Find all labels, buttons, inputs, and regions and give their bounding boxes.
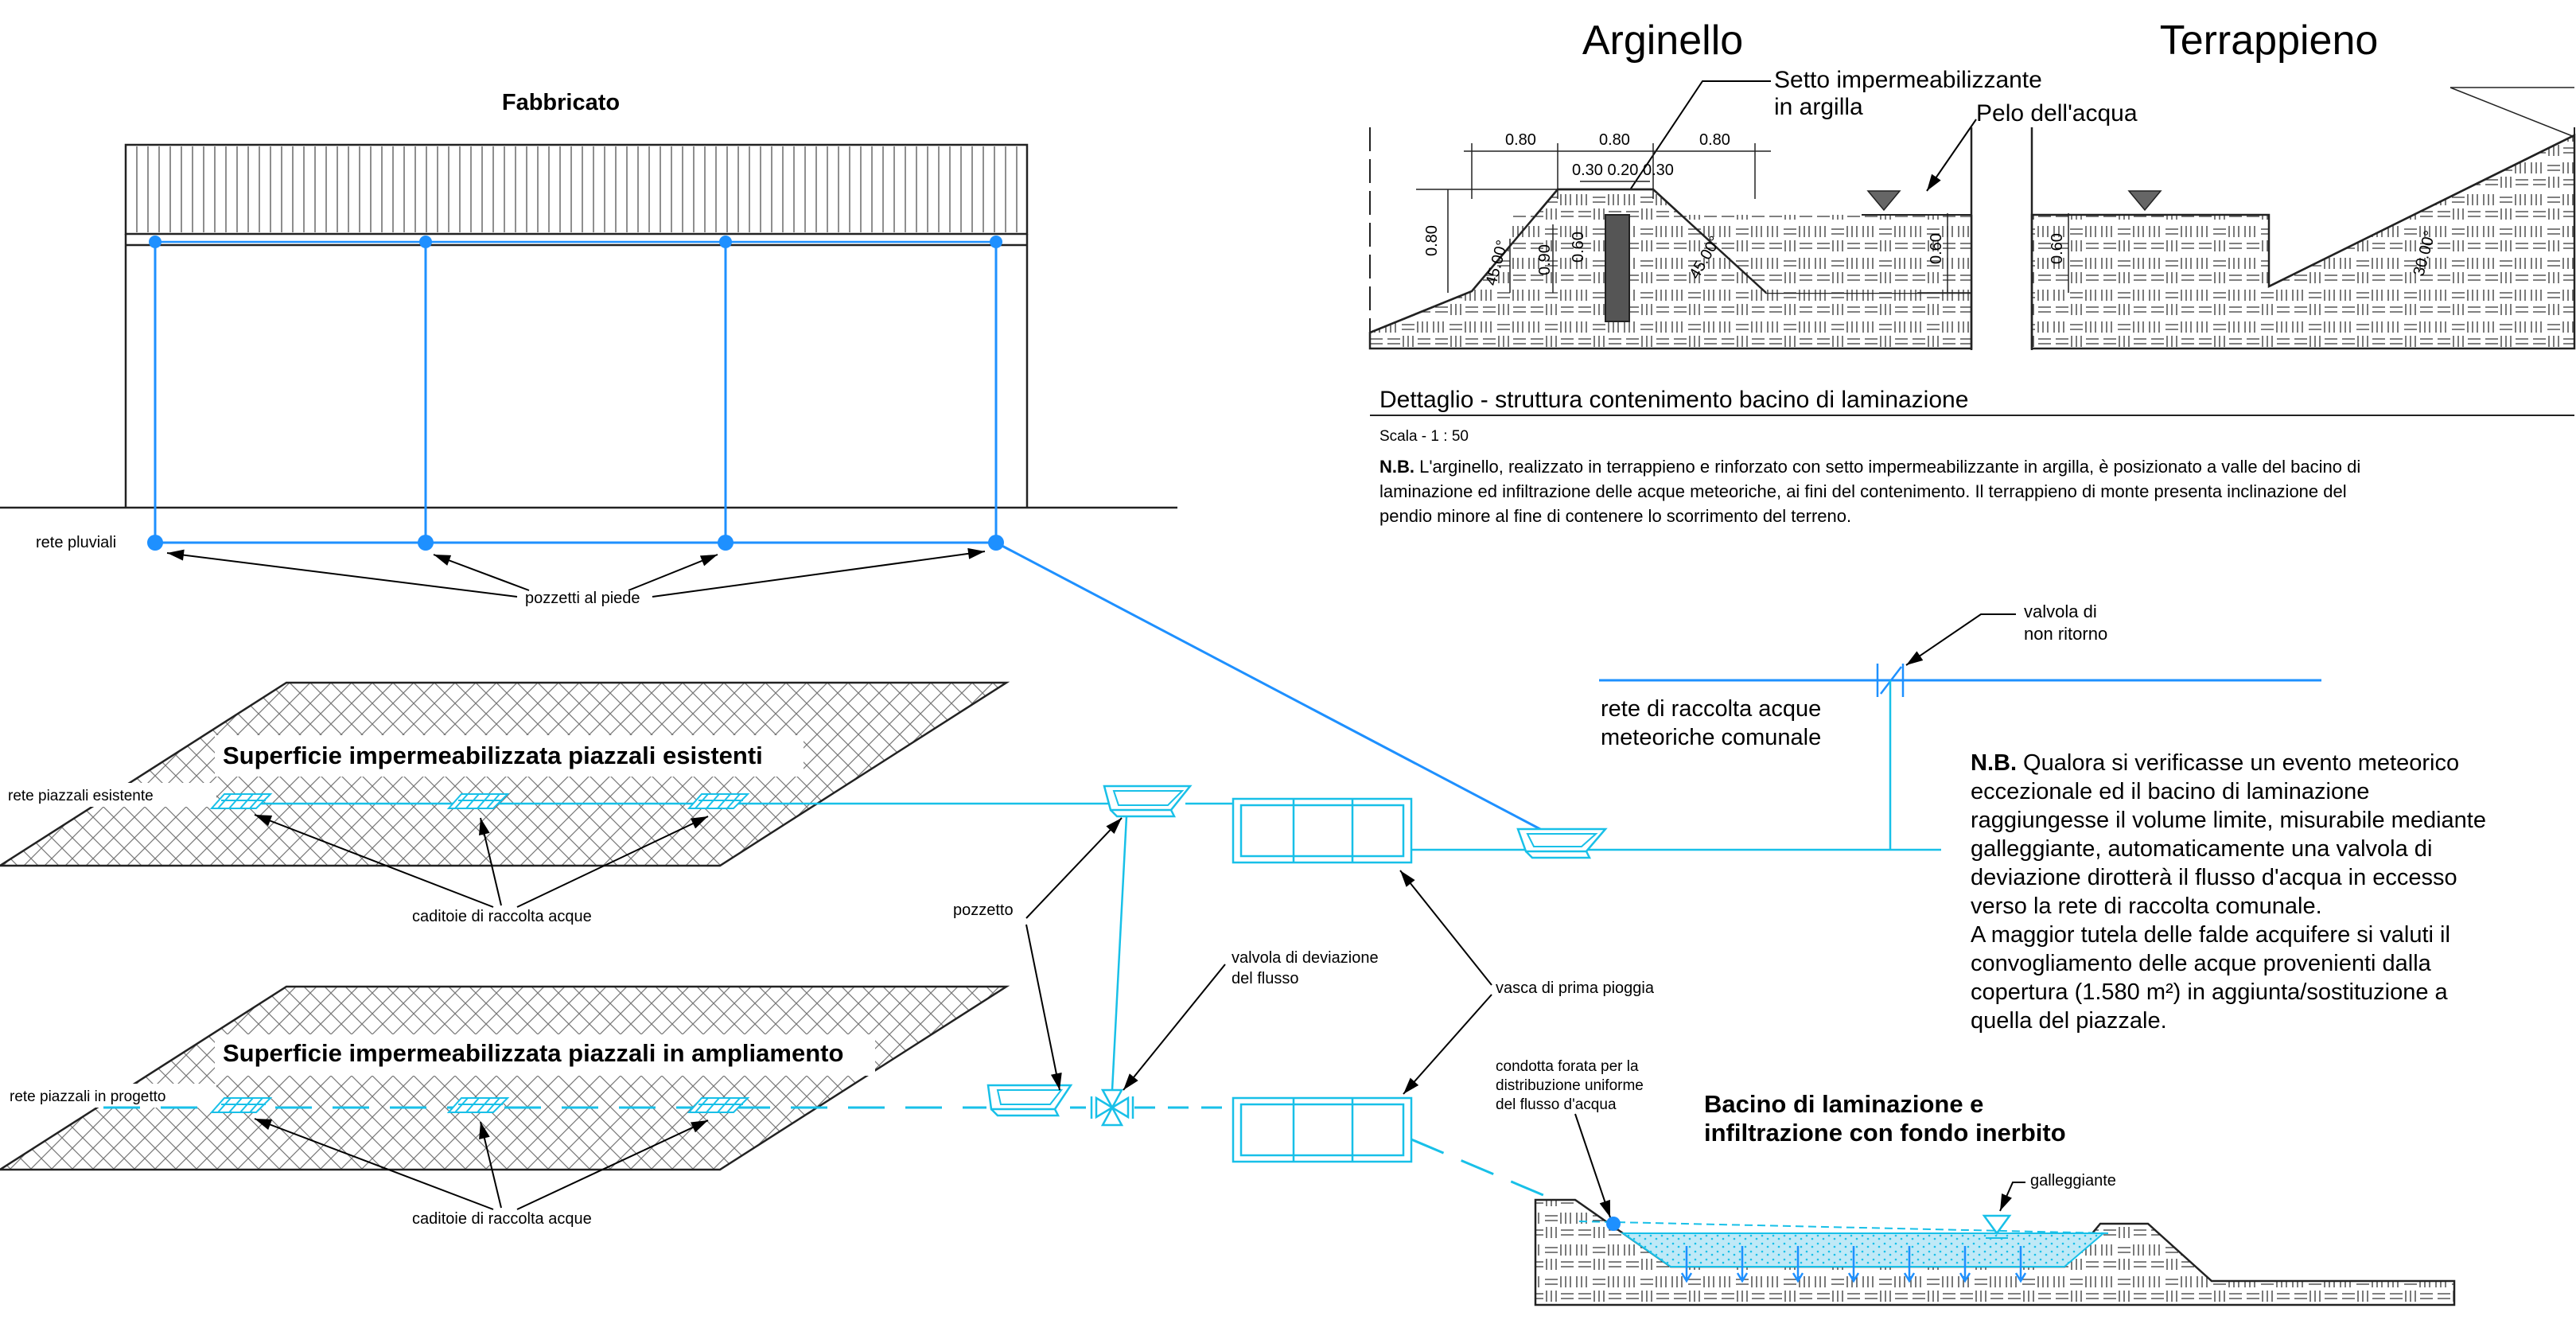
- infiltration-arrow: [1736, 1246, 1749, 1283]
- valvola-ritorno-label-2: non ritorno: [2024, 624, 2107, 644]
- pozzetto-label: pozzetto: [953, 901, 1014, 919]
- pozzetto-piede-3: [718, 535, 733, 551]
- note-line-6: A maggior tutela delle falde acquifere s…: [1971, 922, 2450, 948]
- note-line-1: eccezionale ed il bacino di laminazione: [1971, 779, 2369, 804]
- note-line-0: Qualora si verificasse un evento meteori…: [2017, 750, 2459, 776]
- bacino-title-1: Bacino di laminazione e: [1704, 1090, 1983, 1118]
- note-line-8: copertura (1.580 m²) in aggiunta/sostitu…: [1971, 979, 2449, 1005]
- platform-expansion-title: Superficie impermeabilizzata piazzali in…: [223, 1039, 843, 1067]
- dim-top-3: 0.80: [1699, 131, 1730, 149]
- infiltration-arrow: [1847, 1246, 1860, 1283]
- dim-h-060-a: 0.60: [1570, 232, 1587, 263]
- caditoia-progetto-3: [687, 1097, 750, 1113]
- dim-h-090: 0.90: [1536, 244, 1554, 275]
- detail-nb-bold: N.B.: [1379, 457, 1414, 477]
- galleggiante-icon: [1982, 1214, 2012, 1236]
- vasca-prima-pioggia-lower: [1232, 1096, 1413, 1163]
- valvola-deviazione-label-1: valvola di deviazione: [1232, 949, 1379, 967]
- note-line-4: deviazione dirotterà il flusso d'acqua i…: [1971, 865, 2457, 890]
- roof-ribs: [136, 146, 1018, 232]
- infiltration-arrow: [2014, 1246, 2027, 1283]
- setto-argilla: [1605, 214, 1630, 322]
- bacino-title-2: infiltrazione con fondo inerbito: [1704, 1119, 2066, 1147]
- pozzetto-bacino-upper: [1516, 827, 1608, 859]
- caditoia-esistente-1: [209, 793, 273, 809]
- platform-expansion: Superficie impermeabilizzata piazzali in…: [0, 985, 1010, 1229]
- caditoia-progetto-1: [209, 1097, 273, 1113]
- terrappieno-earth: [2030, 133, 2576, 350]
- pelo-label: Pelo dell'acqua: [1976, 100, 2138, 127]
- galleggiante-label: galleggiante: [2030, 1172, 2116, 1190]
- valvola-deviazione-label-2: del flusso: [1232, 970, 1299, 987]
- condotta-forata-icon: [1606, 1217, 1621, 1231]
- note-line-2: raggiungesse il volume limite, misurabil…: [1971, 808, 2486, 833]
- detail-nb: N.B. L'arginello, realizzato in terrappi…: [1379, 457, 2365, 526]
- pozzetto-vertical-link: [1111, 816, 1128, 1091]
- building: Fabbricato: [0, 90, 1177, 509]
- detail-nb-line-2: pendio minore al fine di contenere lo sc…: [1379, 506, 1851, 526]
- dim-h-060-b: 0.60: [1928, 233, 1945, 264]
- note-line-9: quella del piazzale.: [1971, 1008, 2167, 1034]
- note-bold: N.B.: [1971, 750, 2017, 776]
- bacino-water: [1620, 1232, 2106, 1267]
- dim-h-060-c: 0.60: [2049, 233, 2066, 264]
- detail-nb-line-0: L'arginello, realizzato in terrappieno e…: [1414, 457, 2360, 477]
- caditoia-progetto-2: [446, 1097, 510, 1113]
- caditoie-esistente-label: caditoie di raccolta acque: [412, 908, 592, 925]
- note-line-5: verso la rete di raccolta comunale.: [1971, 894, 2322, 919]
- caditoie-progetto-label: caditoie di raccolta acque: [412, 1210, 592, 1228]
- pipe-to-bacino: [995, 541, 1556, 839]
- detail-caption: Dettaglio - struttura contenimento bacin…: [1379, 387, 1968, 413]
- detail-nb-line-1: laminazione ed infiltrazione delle acque…: [1379, 481, 2347, 501]
- platform-existing: Superficie impermeabilizzata piazzali es…: [0, 681, 1146, 926]
- infiltration-arrow: [1903, 1246, 1916, 1283]
- vasca-prima-pioggia-upper: [1232, 797, 1413, 864]
- pozzetti-label: pozzetti al piede: [525, 590, 640, 607]
- building-title: Fabbricato: [502, 90, 620, 115]
- valvola-ritorno-label-1: valvola di: [2024, 602, 2097, 621]
- pozzetto-lower: [986, 1084, 1073, 1117]
- detail-title-terrappieno: Terrappieno: [2160, 18, 2379, 64]
- infiltration-arrows: [1680, 1246, 2027, 1283]
- condotta-label-3: del flusso d'acqua: [1496, 1096, 1617, 1113]
- note-line-3: galleggiante, automaticamente una valvol…: [1971, 836, 2432, 862]
- rete-piazzali-progetto-label: rete piazzali in progetto: [10, 1088, 165, 1105]
- detail-title-arginello: Arginello: [1582, 18, 1743, 64]
- dim-h-left: 0.80: [1423, 225, 1441, 256]
- infiltration-arrow: [1792, 1246, 1804, 1283]
- caditoia-esistente-2: [446, 793, 510, 809]
- pozzetto-piede-1: [147, 535, 163, 551]
- bacino-section: [1534, 1198, 2456, 1306]
- note-line-7: convogliamento delle acque provenienti d…: [1971, 951, 2432, 976]
- rete-pluviali: [147, 236, 1556, 839]
- dim-sub: 0.30 0.20 0.30: [1572, 162, 1674, 179]
- caditoia-esistente-3: [687, 793, 750, 809]
- rete-pluviali-label: rete pluviali: [36, 534, 116, 551]
- valvola-deviazione-icon: [1090, 1088, 1134, 1127]
- rete-comunale-label-1: rete di raccolta acque: [1601, 696, 1821, 722]
- detail-section: Arginello Terrappieno Setto impermeabili…: [1368, 18, 2576, 526]
- infiltration-arrow: [1680, 1246, 1693, 1283]
- setto-label-2: in argilla: [1774, 94, 1863, 120]
- rete-piazzali-esistente-label: rete piazzali esistente: [8, 788, 154, 804]
- pozzetto-upper: [1103, 785, 1193, 818]
- rete-comunale-label-2: meteoriche comunale: [1601, 725, 1821, 750]
- note-block: N.B. Qualora si verificasse un evento me…: [1971, 750, 2492, 1034]
- condotta-label-1: condotta forata per la: [1496, 1058, 1639, 1075]
- building-roof: [124, 143, 1029, 236]
- pozzetto-piede-2: [418, 535, 434, 551]
- infiltration-arrow: [1959, 1246, 1971, 1283]
- setto-label-1: Setto impermeabilizzante: [1774, 67, 2042, 93]
- platform-existing-title: Superficie impermeabilizzata piazzali es…: [223, 742, 763, 769]
- central-network: [986, 785, 1941, 1225]
- vasca-label: vasca di prima pioggia: [1496, 979, 1655, 997]
- dim-top-1: 0.80: [1505, 131, 1536, 149]
- detail-scale: Scala - 1 : 50: [1379, 428, 1469, 445]
- dim-top-2: 0.80: [1599, 131, 1630, 149]
- condotta-label-2: distribuzione uniforme: [1496, 1077, 1644, 1094]
